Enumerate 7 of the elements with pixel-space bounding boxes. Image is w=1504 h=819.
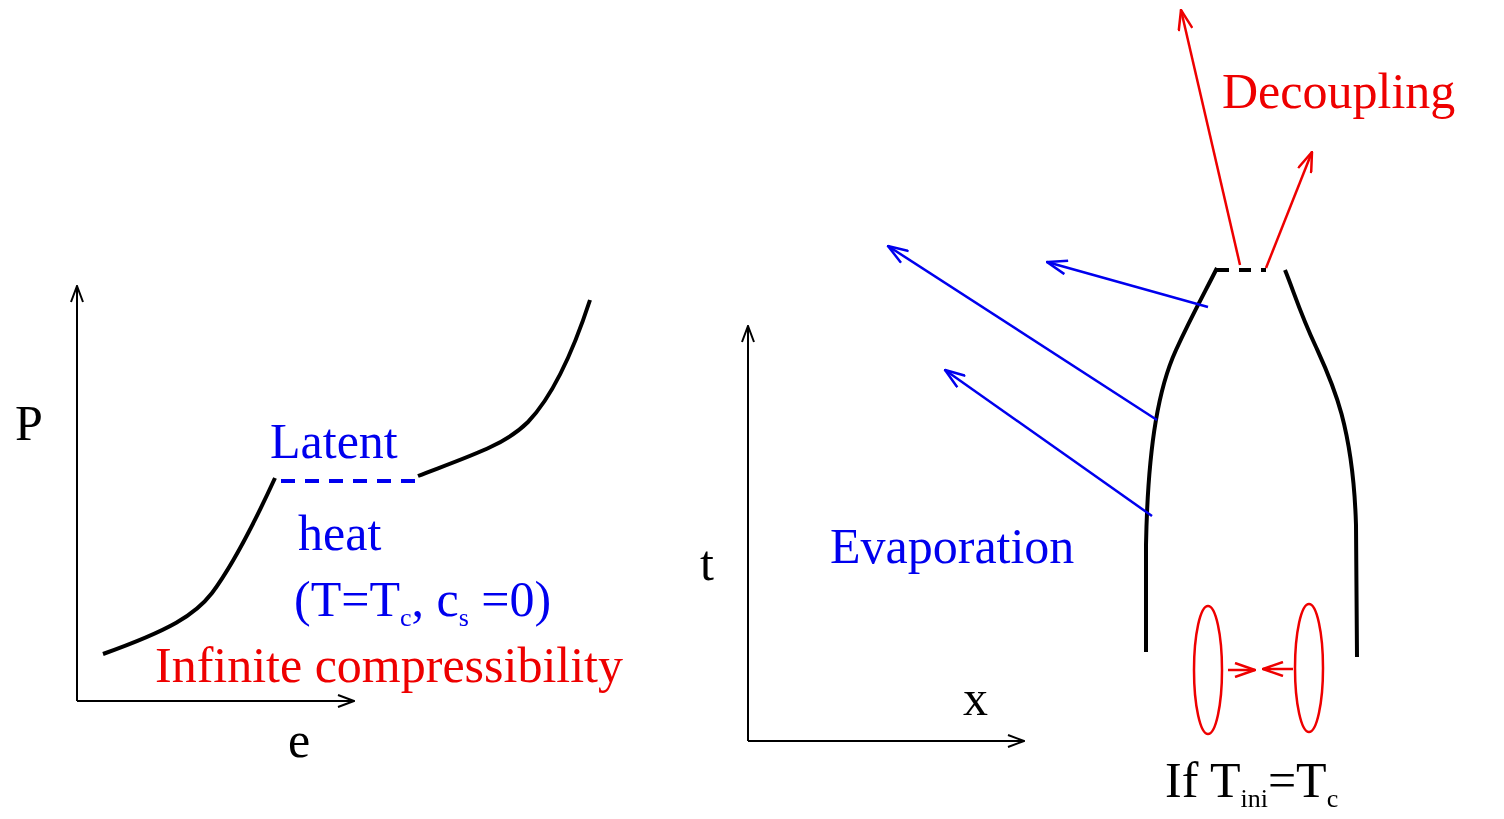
axis-label: t — [700, 538, 714, 588]
axis-label: P — [15, 398, 43, 448]
annotation-label: Latent — [270, 416, 398, 466]
condition-label: If T$_{ini}$=T$_{c}$ — [1165, 755, 1339, 805]
axis-label: e — [288, 715, 311, 765]
annotation-label: heat — [298, 508, 382, 558]
axis-label: x — [963, 673, 988, 723]
